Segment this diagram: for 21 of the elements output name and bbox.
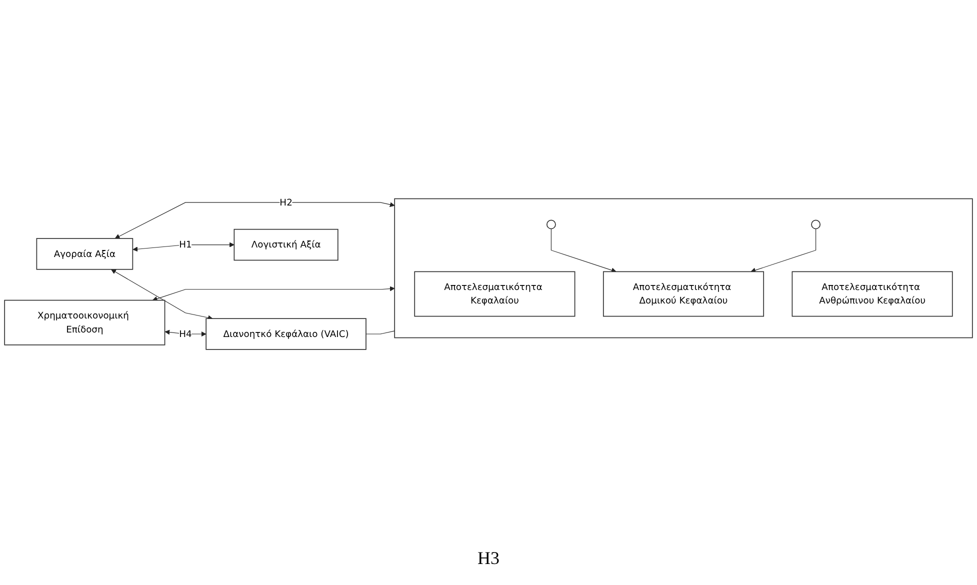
edge-label: H4 [179, 328, 192, 340]
arrow [550, 228, 616, 273]
arrow [114, 202, 395, 239]
node-box: Διανοητκό Κεφάλαιο (VAIC) [206, 318, 366, 350]
edge-label: H2 [280, 196, 292, 208]
node-circle [546, 220, 556, 230]
edge-label: H1 [179, 239, 192, 250]
hypothesis-label: H3 [478, 548, 500, 568]
node-circle [811, 220, 821, 230]
cluster [394, 198, 973, 338]
node-box: Χρηματοοικονομική Επίδοση [4, 300, 166, 346]
arrow [111, 269, 213, 320]
node-box: Αγοραία Αξία [36, 238, 134, 270]
node-box: Αποτελεσματικότητα Ανθρώπινου Κεφαλαίου [792, 271, 953, 317]
arrow [152, 286, 395, 302]
arrow [750, 228, 816, 273]
node-box: Λογιστική Αξία [234, 228, 338, 261]
node-box: Αποτελεσματικότητα Κεφαλαίου [414, 271, 576, 317]
node-box: Αποτελεσματικότητα Δομικού Κεφαλαίου [602, 271, 764, 317]
connector [366, 330, 395, 334]
arrow [132, 242, 234, 252]
